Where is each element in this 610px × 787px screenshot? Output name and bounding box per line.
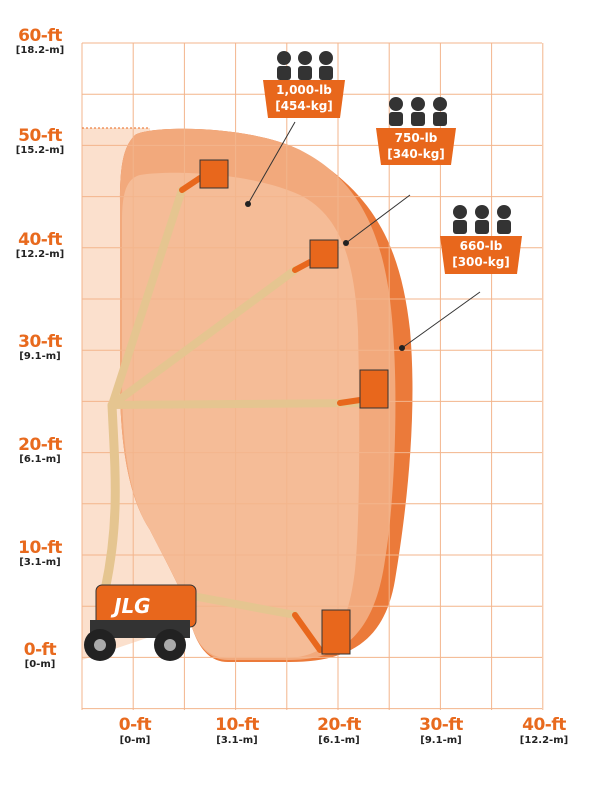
y-label-60: 60-ft[18.2-m] bbox=[15, 26, 65, 56]
capacity-badge-750 bbox=[376, 97, 456, 165]
envelope-1000lb bbox=[122, 172, 360, 658]
boom-arm-mid bbox=[108, 266, 299, 409]
x-label-10: 10-ft[3.1-m] bbox=[215, 715, 259, 746]
y-label-10: 10-ft[3.1-m] bbox=[18, 538, 62, 568]
y-label-30: 30-ft[9.1-m] bbox=[18, 332, 62, 362]
y-label-40: 40-ft[12.2-m] bbox=[15, 230, 65, 260]
basket-mid bbox=[309, 239, 339, 269]
y-label-0: 0-ft[0-m] bbox=[23, 640, 57, 670]
capacity-label-750: 750-lb[340-kg] bbox=[387, 131, 445, 161]
jib-group bbox=[179, 175, 363, 653]
x-label-30: 30-ft[9.1-m] bbox=[419, 715, 463, 746]
boom-arm-horizontal bbox=[108, 399, 364, 409]
boom-arm-vertical bbox=[108, 186, 186, 409]
basket-horizontal bbox=[359, 369, 389, 409]
capacity-pointers bbox=[247, 121, 481, 349]
machine-chassis bbox=[84, 584, 197, 661]
basket-low bbox=[321, 609, 351, 655]
basket-top bbox=[199, 159, 229, 189]
x-label-20: 20-ft[6.1-m] bbox=[317, 715, 361, 746]
y-label-50: 50-ft[15.2-m] bbox=[15, 126, 65, 156]
capacity-label-1000: 1,000-lb[454-kg] bbox=[275, 83, 333, 113]
platform-baskets bbox=[199, 159, 389, 655]
worker-hardhat-icon bbox=[389, 97, 447, 126]
y-label-20: 20-ft[6.1-m] bbox=[18, 435, 62, 465]
capacity-badge-660 bbox=[440, 205, 522, 274]
worker-hardhat-icon bbox=[277, 51, 333, 80]
capacity-badge-1000 bbox=[263, 51, 345, 118]
worker-hardhat-icon bbox=[453, 205, 511, 234]
brand-logo: JLG bbox=[114, 594, 151, 618]
capacity-label-660: 660-lb[300-kg] bbox=[452, 239, 510, 269]
boom-arm-low bbox=[100, 400, 120, 595]
capacity-pointer-dots bbox=[245, 201, 405, 351]
x-label-40: 40-ft[12.2-m] bbox=[519, 715, 569, 746]
x-label-0: 0-ft[0-m] bbox=[118, 715, 152, 746]
